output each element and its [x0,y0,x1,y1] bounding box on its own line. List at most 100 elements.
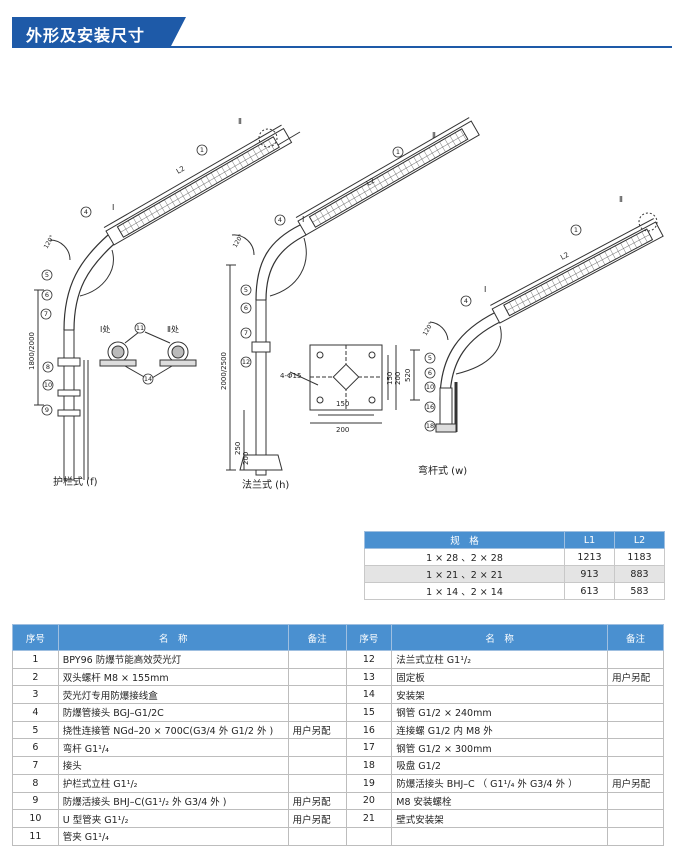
part-note [607,826,664,846]
callout-8a: 8 [46,363,50,371]
spec-table: 规 格 L1 L2 1 × 28 、2 × 28 1213 1183 1 × 2… [364,531,665,600]
dim-w-520: 520 [404,369,412,382]
part-name: M8 安装螺栓 [391,791,609,811]
header-rule [12,46,672,48]
page-title: 外形及安装尺寸 [26,26,146,45]
angle-w: 120° [422,321,435,337]
callout-7b: 7 [244,329,248,337]
part-no: 14 [345,685,393,705]
part-no: 18 [345,756,393,775]
part-no: 2 [12,667,59,687]
dim-plate-200-h: 200 [336,426,349,434]
header-band [12,17,186,48]
installation-drawing: 护栏式 (f) 法兰式 (h) 弯杆式 (w) Ⅰ处 Ⅱ处 Ⅱ Ⅱ Ⅱ Ⅰ Ⅰ … [28,117,664,490]
part-note: 用户另配 [287,720,347,740]
part-name: 壁式安装架 [391,809,609,828]
part-note [287,826,347,846]
part-no: 3 [12,685,59,705]
callout-10c: 10 [426,383,434,391]
callout-4c: 4 [464,297,468,305]
spec-cell: 1183 [614,548,665,566]
guardrail-mount-drawing [34,124,301,481]
part-name: 护栏式立柱 G1¹/₂ [57,773,289,793]
part-name: 钢管 G1/2 × 300mm [391,738,609,758]
part-name: 防爆管接头 BGJ–G1/2C [57,703,289,722]
part-no: 11 [12,826,59,846]
mark-ii-h: Ⅱ [432,131,436,140]
callout-11: 11 [136,324,144,332]
part-no: 7 [12,756,59,775]
part-no: 16 [345,720,393,740]
part-note [607,703,664,722]
dim-plate-150-v: 150 [386,372,394,385]
part-note [607,685,664,705]
part-note [607,756,664,775]
part-note: 用户另配 [607,667,664,687]
part-no: 6 [12,738,59,758]
mark-i-f: Ⅰ [112,203,114,212]
part-no: 1 [12,650,59,669]
mark-ii-f: Ⅱ [238,117,242,126]
callout-6c: 6 [428,369,432,377]
spec-cell: 1213 [564,548,615,566]
part-no [345,826,393,846]
part-name: 双头螺杆 M8 × 155mm [57,667,289,687]
spec-cell: 1 × 28 、2 × 28 [364,548,565,566]
dim-h-250: 250 [234,442,242,455]
mark-l2-w: L2 [559,251,570,262]
caption-bent-pole: 弯杆式 (w) [418,464,467,477]
callout-4b: 4 [278,216,282,224]
part-note [287,650,347,669]
part-name: U 型管夹 G1¹/₂ [57,809,289,828]
part-name: 钢管 G1/2 × 240mm [391,703,609,722]
callout-1b: 1 [396,148,400,156]
spec-cell: 1 × 21 、2 × 21 [364,565,565,583]
part-name: 固定板 [391,667,609,687]
part-note [607,809,664,828]
parts-header-no: 序号 [12,624,59,651]
spec-cell: 883 [614,565,665,583]
part-no: 20 [345,791,393,811]
table-row: 1 × 21 、2 × 21 913 883 [364,565,665,583]
part-name: 吸盘 G1/2 [391,756,609,775]
spec-cell: 583 [614,582,665,600]
part-no: 12 [345,650,393,669]
callout-12: 12 [242,358,250,366]
part-note: 用户另配 [607,773,664,793]
mark-ii-w: Ⅱ [619,195,623,204]
table-row: 1 × 28 、2 × 28 1213 1183 [364,548,665,566]
parts-header-row: 序号 名 称 备注 序号 名 称 备注 [12,624,664,651]
part-note [287,685,347,705]
mark-l2-f: L2 [175,165,186,176]
dim-plate-holes: 4-Φ15 [280,372,301,380]
angle-f: 120° [43,234,56,250]
part-name: 防爆活接头 BHJ–C(G1¹/₂ 外 G3/4 外 ) [57,791,289,811]
dim-plate-200-v: 200 [394,372,402,385]
dim-h-height: 2000/2500 [220,352,228,390]
part-name: 接头 [57,756,289,775]
callout-6b: 6 [244,304,248,312]
part-name: 挠性连接管 NGd–20 × 700C(G3/4 外 G1/2 外 ) [57,720,289,740]
part-note [287,703,347,722]
part-name: 法兰式立柱 G1¹/₂ [391,650,609,669]
callout-6a: 6 [45,291,49,299]
dim-f-height: 1800/2000 [28,332,36,370]
caption-guardrail: 护栏式 (f) [53,475,98,488]
dim-h-200: 200 [242,452,250,465]
spec-header-spec: 规 格 [364,531,565,549]
dim-plate-150-h: 150 [336,400,349,408]
callout-7a: 7 [44,310,48,318]
part-note: 用户另配 [287,809,347,828]
clamp-detail-drawing [99,331,197,379]
parts-header-name: 名 称 [57,624,289,651]
part-note [287,773,347,793]
part-no: 21 [345,809,393,828]
callout-4a: 4 [84,208,88,216]
parts-header-note-2: 备注 [607,624,664,651]
